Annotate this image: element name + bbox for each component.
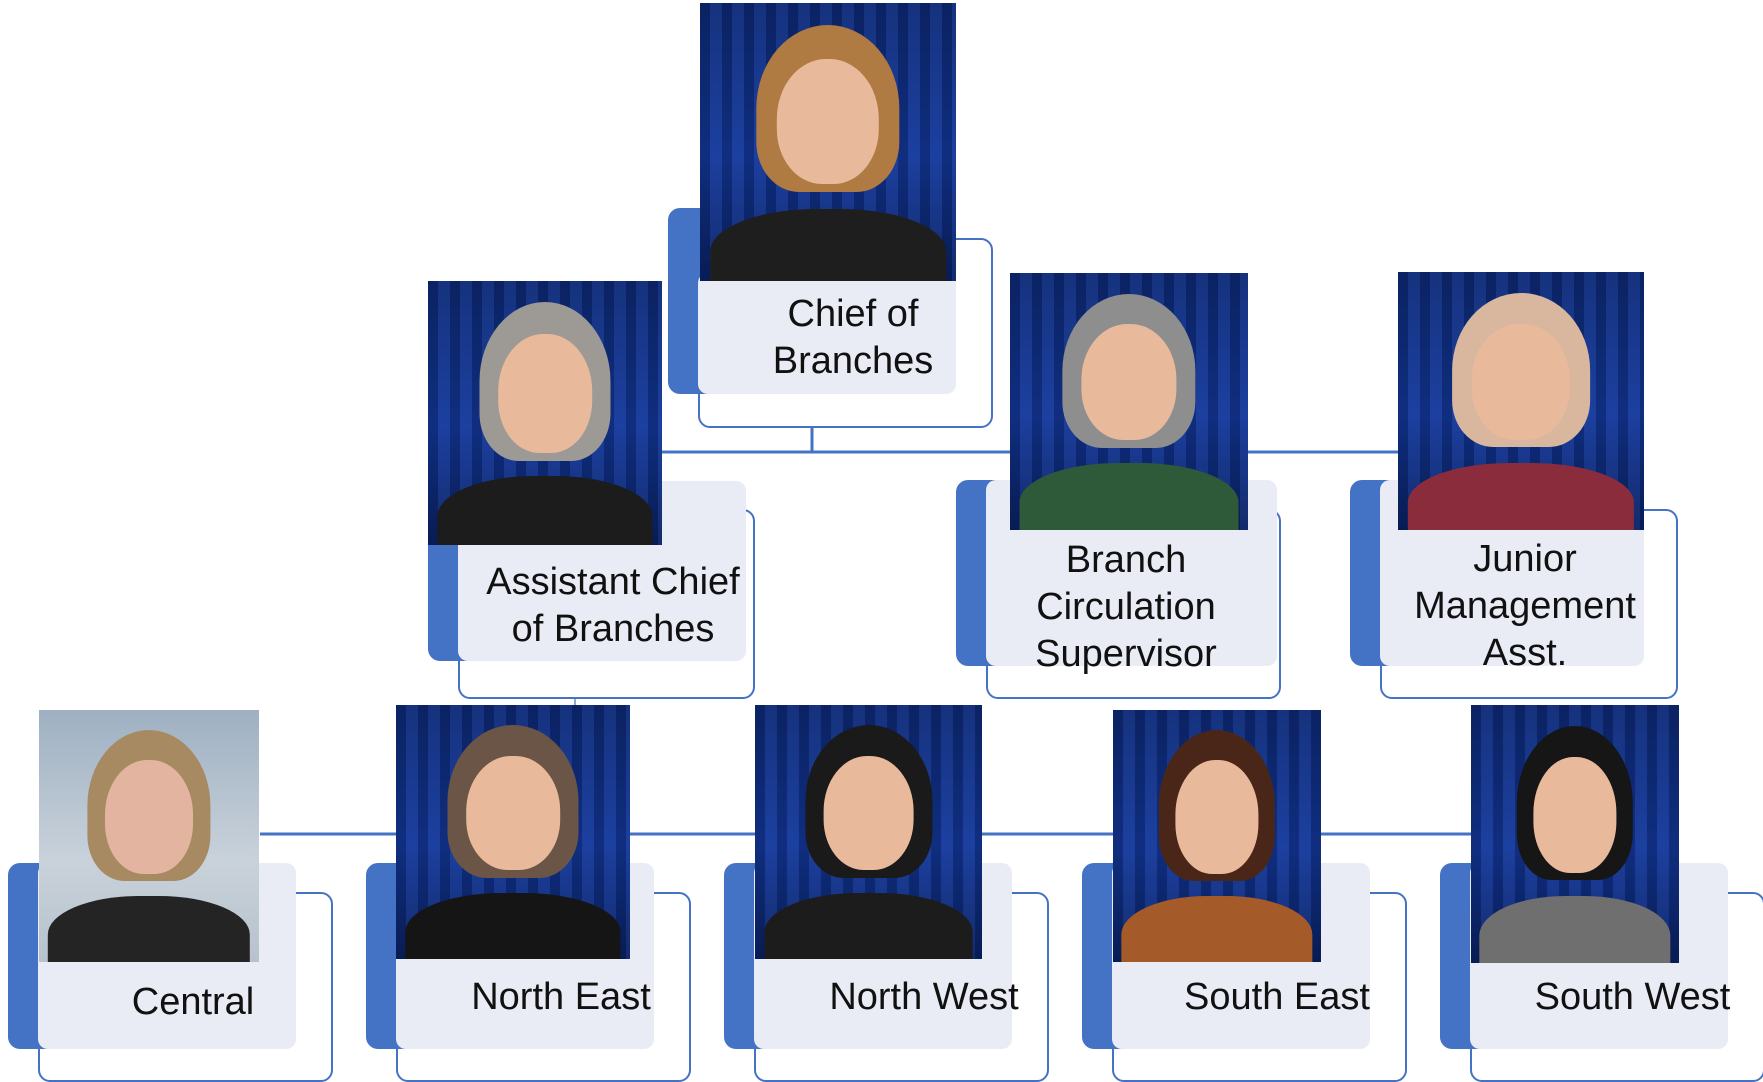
node-assistant-chief: Assistant Chief of Branches bbox=[428, 281, 758, 699]
label-north-west: North West bbox=[829, 976, 1019, 1018]
photo-circulation bbox=[1010, 273, 1248, 530]
label-junior: Junior Management Asst. bbox=[1414, 538, 1636, 674]
node-north-west: North West bbox=[724, 705, 1049, 1082]
label-south-east: South East bbox=[1184, 976, 1370, 1018]
node-label-panel bbox=[698, 273, 956, 394]
photo-junior bbox=[1398, 272, 1644, 530]
node-central: Central bbox=[8, 710, 333, 1082]
photo-north-west bbox=[755, 705, 982, 959]
node-south-east: South East bbox=[1082, 710, 1407, 1082]
node-junior: Junior Management Asst. bbox=[1350, 272, 1678, 699]
node-south-west: South West bbox=[1440, 705, 1763, 1082]
photo-chief bbox=[700, 3, 956, 281]
photo-assistant-chief bbox=[428, 281, 662, 545]
node-chief: Chief of Branches bbox=[668, 3, 993, 428]
photo-central bbox=[39, 710, 259, 962]
label-central: Central bbox=[131, 981, 255, 1023]
node-circulation: Branch Circulation Supervisor bbox=[956, 273, 1281, 699]
photo-north-east bbox=[396, 705, 630, 959]
label-circulation: Branch Circulation Supervisor bbox=[1035, 539, 1217, 675]
label-chief: Chief of Branches bbox=[772, 293, 934, 382]
photo-south-east bbox=[1113, 710, 1321, 962]
label-south-west: South West bbox=[1534, 976, 1731, 1018]
photo-south-west bbox=[1471, 705, 1679, 963]
node-north-east: North East bbox=[366, 705, 691, 1082]
label-north-east: North East bbox=[471, 976, 651, 1018]
label-assistant-chief: Assistant Chief of Branches bbox=[486, 561, 740, 650]
